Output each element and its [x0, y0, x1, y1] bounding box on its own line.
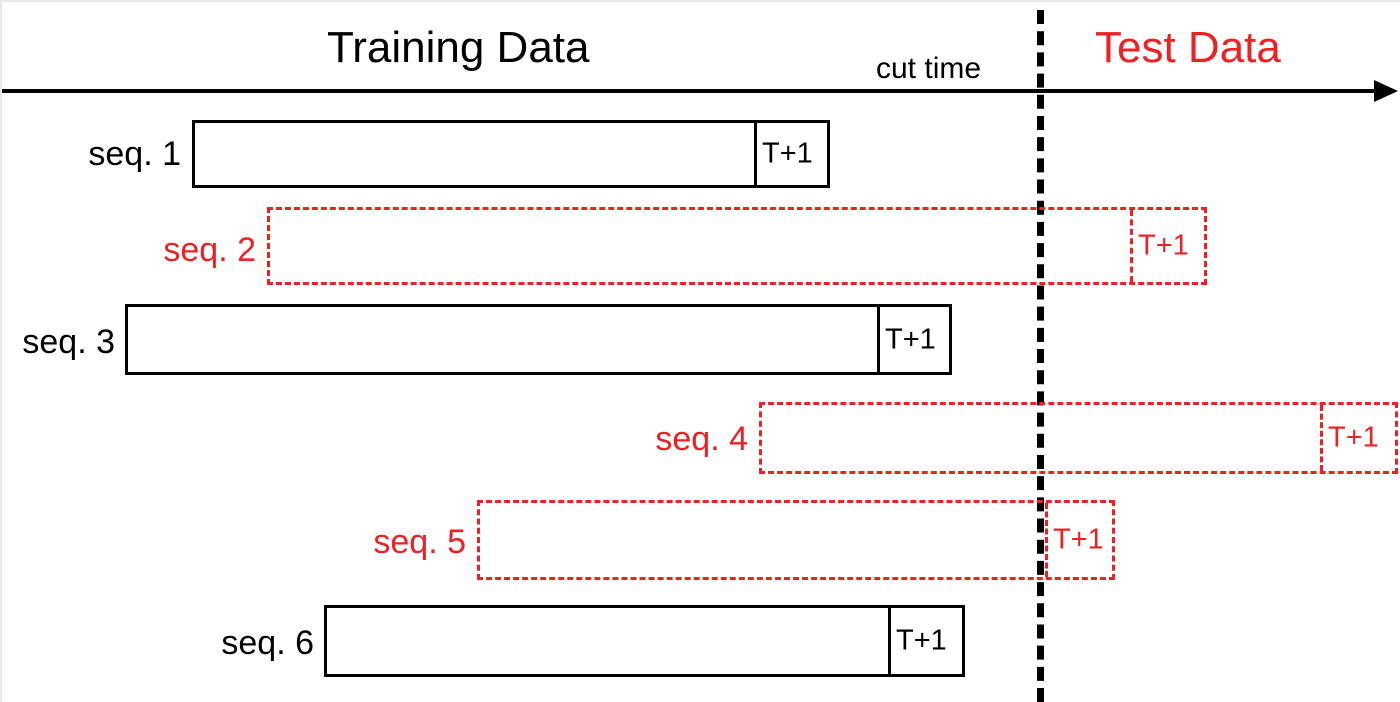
sequence-target-label-3: T+1 [885, 323, 936, 355]
sequence-target-divider-4 [1320, 405, 1323, 471]
sequence-label-4: seq. 4 [655, 420, 748, 458]
sequence-label-5: seq. 5 [373, 523, 466, 561]
sequence-target-label-6: T+1 [896, 624, 947, 657]
sequence-target-label-5: T+1 [1053, 523, 1104, 556]
sequence-label-3: seq. 3 [22, 323, 115, 361]
sequence-target-label-1: T+1 [762, 137, 813, 170]
sequence-target-divider-5 [1045, 503, 1048, 577]
sequence-target-divider-6 [888, 608, 891, 674]
sequence-box-5: T+1 [477, 500, 1115, 580]
sequence-box-4: T+1 [759, 402, 1398, 474]
time-axis-arrow-icon [1374, 80, 1398, 102]
sequence-label-6: seq. 6 [221, 624, 314, 662]
sequence-target-label-4: T+1 [1328, 421, 1379, 454]
cut-time-label: cut time [876, 52, 982, 85]
sequence-target-divider-1 [754, 123, 757, 185]
sequence-target-label-2: T+1 [1138, 229, 1189, 262]
sequence-target-divider-3 [877, 307, 880, 372]
sequence-box-6: T+1 [324, 605, 965, 677]
training-data-title: Training Data [327, 23, 590, 72]
cut-time-divider-line [1037, 10, 1044, 702]
sequence-target-divider-2 [1130, 210, 1133, 282]
sequence-box-2: T+1 [267, 207, 1207, 285]
sequence-box-3: T+1 [125, 304, 952, 375]
sequence-label-2: seq. 2 [163, 231, 256, 269]
sequence-label-1: seq. 1 [88, 135, 181, 173]
test-data-title: Test Data [1095, 23, 1281, 72]
sequence-box-1: T+1 [192, 120, 830, 188]
time-axis-line [2, 89, 1388, 93]
